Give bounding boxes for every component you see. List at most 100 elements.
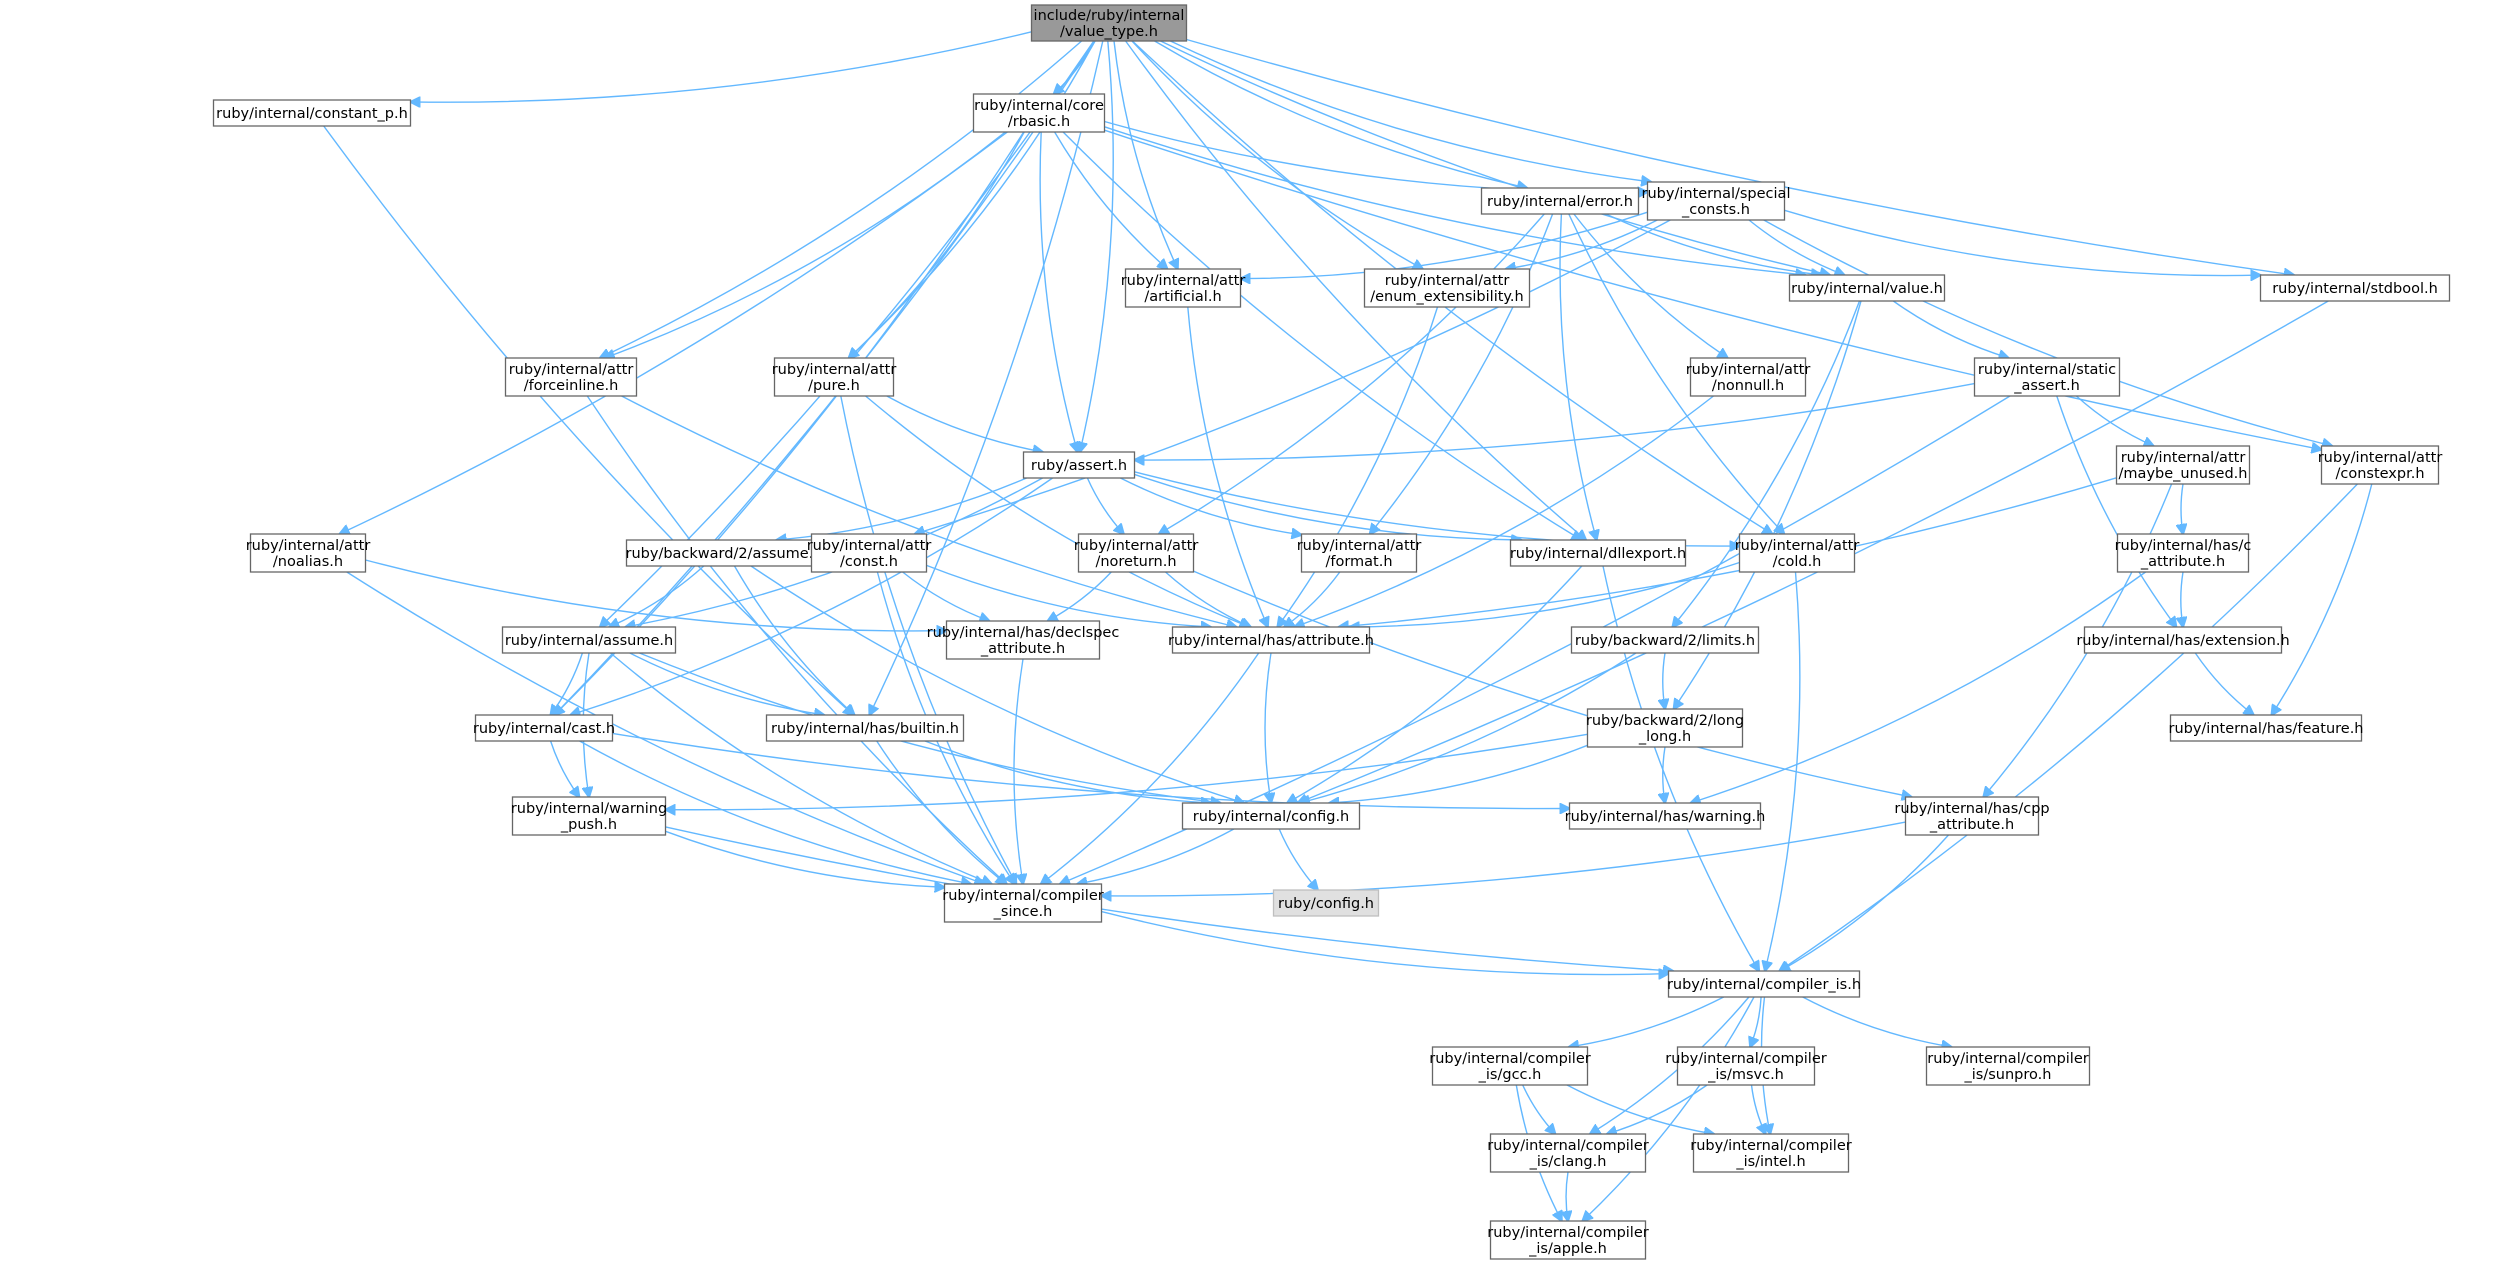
node-artificial[interactable]: ruby/internal/attr/artificial.h	[1121, 268, 1246, 308]
edge-bw-assume-to-builtin	[733, 565, 855, 715]
node-label: _attribute.h	[980, 641, 1065, 657]
edge-msvc-to-clang	[1607, 1084, 1708, 1134]
node-enum-ext[interactable]: ruby/internal/attr/enum_extensibility.h	[1363, 268, 1531, 308]
edge-has-c-attr-to-has-warning	[1691, 571, 2147, 803]
node-intel[interactable]: ruby/internal/compiler_is/intel.h	[1690, 1133, 1852, 1173]
node-builtin[interactable]: ruby/internal/has/builtin.h	[765, 714, 965, 742]
node-config[interactable]: ruby/internal/config.h	[1181, 802, 1361, 830]
edge-assume-to-compiler-since	[610, 652, 992, 884]
node-has-c-attr[interactable]: ruby/internal/has/c_attribute.h	[2115, 533, 2252, 573]
node-gcc[interactable]: ruby/internal/compiler_is/gcc.h	[1429, 1046, 1591, 1086]
edge-special-consts-to-artificial	[1241, 211, 1648, 278]
node-dllexport[interactable]: ruby/internal/dllexport.h	[1509, 539, 1687, 567]
node-bw-assume[interactable]: ruby/backward/2/assume.h	[626, 539, 823, 567]
node-long-long[interactable]: ruby/backward/2/long_long.h	[1586, 708, 1744, 748]
node-pure[interactable]: ruby/internal/attr/pure.h	[772, 357, 897, 397]
node-has-extension[interactable]: ruby/internal/has/extension.h	[2076, 626, 2290, 654]
edge-cold-to-has-attribute	[1350, 561, 1740, 628]
node-assert[interactable]: ruby/assert.h	[1022, 451, 1136, 479]
node-nonnull[interactable]: ruby/internal/attr/nonnull.h	[1686, 357, 1811, 397]
node-cold[interactable]: ruby/internal/attr/cold.h	[1735, 533, 1860, 573]
node-label: ruby/internal/dllexport.h	[1510, 546, 1686, 562]
node-cpp-attr[interactable]: ruby/internal/has/cpp_attribute.h	[1894, 796, 2050, 836]
node-special-consts[interactable]: ruby/internal/special_consts.h	[1642, 181, 1791, 221]
edge-cpp-attr-to-compiler-is	[1780, 834, 1950, 971]
node-label: /maybe_unused.h	[2119, 466, 2248, 482]
node-label: ruby/internal/attr	[2121, 450, 2246, 466]
node-assume[interactable]: ruby/internal/assume.h	[501, 626, 677, 654]
node-label: ruby/internal/compiler	[942, 888, 1103, 904]
edge-has-c-attr-to-has-extension	[2181, 571, 2183, 627]
node-format[interactable]: ruby/internal/attr/format.h	[1297, 533, 1422, 573]
node-const[interactable]: ruby/internal/attr/const.h	[807, 533, 932, 573]
edge-cast-to-warning-push	[549, 740, 580, 797]
edge-root-to-enum-ext	[1131, 40, 1423, 269]
node-label: ruby/internal/static	[1978, 362, 2116, 378]
node-box	[972, 93, 1106, 133]
edge-bw-assume-to-assume	[609, 565, 705, 627]
node-box	[1030, 4, 1188, 42]
node-label: ruby/internal/config.h	[1193, 809, 1350, 825]
edge-compiler-is-to-apple	[1583, 996, 1755, 1221]
node-msvc[interactable]: ruby/internal/compiler_is/msvc.h	[1665, 1046, 1827, 1086]
node-error[interactable]: ruby/internal/error.h	[1480, 187, 1640, 215]
edge-compiler-is-to-clang	[1590, 996, 1750, 1134]
edge-noreturn-to-cpp-attr	[1193, 570, 1912, 797]
node-limits[interactable]: ruby/backward/2/limits.h	[1570, 626, 1760, 654]
node-has-feature[interactable]: ruby/internal/has/feature.h	[2168, 714, 2364, 742]
node-maybe-unused[interactable]: ruby/internal/attr/maybe_unused.h	[2115, 445, 2251, 485]
edge-dllexport-to-config	[1287, 565, 1583, 803]
node-static-assert[interactable]: ruby/internal/static_assert.h	[1973, 357, 2121, 397]
edge-root-to-pure	[849, 40, 1096, 358]
node-constant-p[interactable]: ruby/internal/constant_p.h	[212, 99, 412, 127]
edge-error-to-nonnull	[1573, 213, 1728, 358]
node-warning-push[interactable]: ruby/internal/warning_push.h	[511, 796, 667, 836]
node-apple[interactable]: ruby/internal/compiler_is/apple.h	[1487, 1220, 1649, 1260]
node-compiler-since[interactable]: ruby/internal/compiler_since.h	[942, 883, 1104, 923]
node-label: ruby/internal/stdbool.h	[2272, 281, 2438, 297]
node-box	[1689, 357, 1807, 397]
edge-warning-push-to-compiler-is	[665, 826, 1674, 971]
node-label: /noalias.h	[273, 554, 343, 570]
node-root[interactable]: include/ruby/internal/value_type.h	[1030, 4, 1188, 42]
edge-builtin-to-config	[924, 740, 1211, 803]
node-forceinline[interactable]: ruby/internal/attr/forceinline.h	[504, 357, 638, 397]
node-sunpro[interactable]: ruby/internal/compiler_is/sunpro.h	[1925, 1046, 2091, 1086]
edge-artificial-to-has-attribute	[1187, 306, 1268, 627]
node-stdbool[interactable]: ruby/internal/stdbool.h	[2259, 274, 2451, 302]
node-compiler-is[interactable]: ruby/internal/compiler_is.h	[1667, 970, 1861, 998]
node-has-attribute[interactable]: ruby/internal/has/attribute.h	[1168, 626, 1374, 654]
node-box	[945, 620, 1101, 660]
node-rbasic[interactable]: ruby/internal/core/rbasic.h	[972, 93, 1106, 133]
node-box	[1509, 539, 1687, 567]
node-box	[943, 883, 1103, 923]
node-cast[interactable]: ruby/internal/cast.h	[473, 714, 615, 742]
edge-error-to-dllexport	[1559, 213, 1597, 540]
node-label: ruby/internal/cast.h	[473, 721, 615, 737]
edge-special-consts-to-constexpr	[1763, 219, 2332, 446]
edge-long-long-to-warning-push	[666, 733, 1588, 809]
edge-root-to-stdbool	[1186, 38, 2294, 276]
node-noreturn[interactable]: ruby/internal/attr/noreturn.h	[1074, 533, 1199, 573]
node-label: ruby/internal/warning	[511, 801, 667, 817]
edge-constant-p-to-builtin	[323, 125, 854, 715]
node-box	[212, 99, 412, 127]
node-clang[interactable]: ruby/internal/compiler_is/clang.h	[1487, 1133, 1649, 1173]
node-label: ruby/backward/2/limits.h	[1575, 633, 1755, 649]
node-declspec[interactable]: ruby/internal/has/declspec_attribute.h	[927, 620, 1120, 660]
node-label: /enum_extensibility.h	[1370, 289, 1523, 305]
node-noalias[interactable]: ruby/internal/attr/noalias.h	[246, 533, 371, 573]
node-label: ruby/internal/assume.h	[505, 633, 673, 649]
node-has-warning[interactable]: ruby/internal/has/warning.h	[1565, 802, 1766, 830]
node-label: ruby/internal/has/attribute.h	[1168, 633, 1374, 649]
node-constexpr[interactable]: ruby/internal/attr/constexpr.h	[2318, 445, 2443, 485]
edge-constexpr-to-compiler-is	[1779, 483, 2358, 971]
node-value[interactable]: ruby/internal/value.h	[1788, 274, 1946, 302]
node-label: ruby/internal/has/extension.h	[2076, 633, 2289, 649]
node-label: _is/sunpro.h	[1964, 1067, 2052, 1083]
node-label: /rbasic.h	[1008, 114, 1070, 130]
node-label: _attribute.h	[1929, 817, 2014, 833]
node-label: ruby/internal/has/cpp	[1894, 801, 2049, 817]
node-label: ruby/internal/attr	[1735, 538, 1860, 554]
edge-format-to-has-attribute	[1284, 571, 1341, 627]
